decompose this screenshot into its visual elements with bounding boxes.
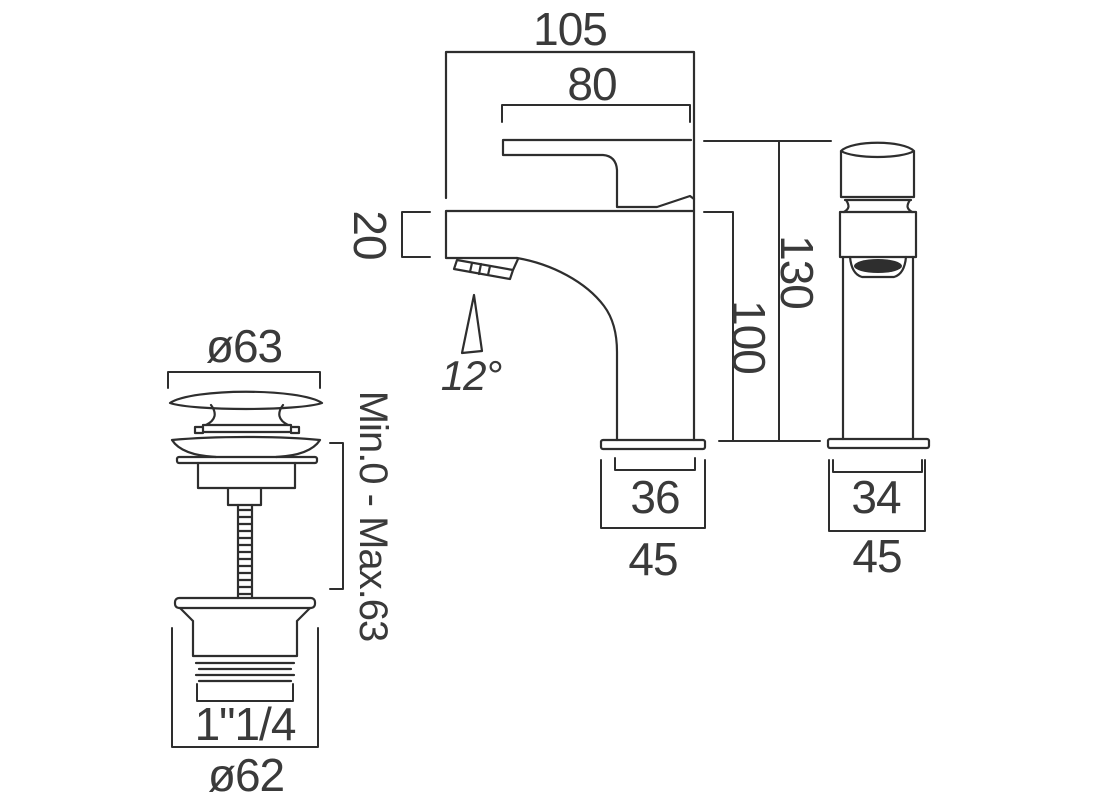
front-base-flange (826, 437, 931, 450)
side-dim-36-label: 36 (630, 471, 679, 523)
side-aerator (452, 257, 520, 281)
waste-bottom-plate (173, 596, 317, 610)
waste-assembly-view: ø63 Min.0 - Max.63 1"1/4 ø62 (167, 320, 395, 800)
front-neck (842, 198, 914, 214)
side-dim-80-line (501, 104, 691, 123)
front-spout (838, 210, 918, 259)
waste-upper-body (196, 461, 297, 507)
waste-dim-thread-label: 1"1/4 (195, 698, 296, 750)
waste-dim-minmax-label: Min.0 - Max.63 (351, 391, 395, 642)
side-base-flange (599, 438, 707, 451)
waste-neck (204, 403, 290, 427)
waste-dim-minmax-bracket (329, 442, 344, 590)
waste-dim-63-label: ø63 (206, 320, 282, 372)
front-aerator-rim (848, 255, 908, 279)
front-handle (839, 141, 916, 199)
side-dim-105-label: 105 (533, 3, 607, 55)
side-dim-45-bracket (600, 459, 706, 529)
front-dim-34-bracket (832, 459, 923, 473)
tap-front-view: 34 45 (826, 141, 931, 582)
front-dim-45-bracket (828, 459, 926, 532)
waste-lower-body (178, 606, 312, 658)
side-dim-36-bracket (614, 457, 696, 471)
side-dim-100-label: 100 (723, 300, 775, 374)
side-dim-angle-label: 12° (441, 352, 502, 399)
tap-side-view: 105 80 20 12° 130 100 36 45 (344, 3, 832, 585)
front-dim-34-label: 34 (851, 471, 901, 523)
side-spray-wedge (460, 293, 484, 355)
side-dim-130-label: 130 (771, 235, 823, 309)
side-dim-80-label: 80 (567, 58, 616, 110)
front-aerator-mesh (854, 259, 902, 273)
waste-cap-dome (168, 390, 324, 411)
front-body (841, 255, 915, 441)
waste-flange (170, 435, 322, 459)
side-handle-block (444, 50, 696, 442)
side-dim-20-label: 20 (344, 210, 396, 259)
waste-threaded-rod (236, 503, 254, 600)
side-dim-45-label: 45 (628, 533, 677, 585)
side-dim-height-lines (703, 140, 832, 442)
side-body-curve (515, 256, 619, 442)
side-spout (444, 209, 696, 260)
front-dim-45-label: 45 (852, 530, 901, 582)
waste-dim-63-line (167, 371, 321, 389)
waste-plate (175, 455, 319, 465)
side-lever-slot (501, 138, 696, 209)
waste-dim-62-label: ø62 (208, 749, 284, 800)
waste-dim-thread-bracket (196, 683, 294, 702)
side-dim-20-bracket (401, 211, 431, 258)
waste-thread-section (194, 661, 296, 683)
waste-nut (193, 423, 301, 435)
waste-dim-62-bracket (171, 627, 319, 748)
